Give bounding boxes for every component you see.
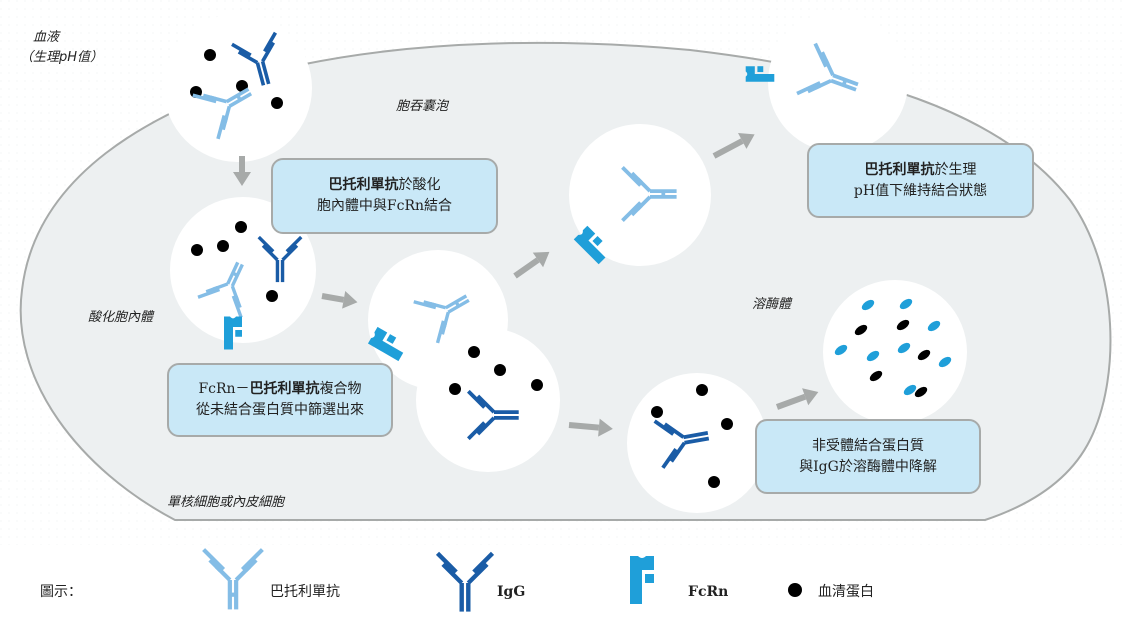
legend-label-serum-protein: 血清蛋白 bbox=[818, 584, 874, 600]
arrow-right-1 bbox=[321, 290, 358, 309]
legend-icons bbox=[204, 550, 802, 612]
callout-sorting-line1: FcRn－巴托利單抗複合物 bbox=[198, 379, 361, 400]
degraded-fragment bbox=[914, 386, 928, 398]
arrow-down bbox=[233, 156, 251, 186]
serum-protein-icon bbox=[531, 379, 543, 391]
callout-degradation-line1: 非受體結合蛋白質 bbox=[812, 437, 924, 454]
callout-release-line2: pH值下維持結合狀態 bbox=[853, 182, 988, 199]
drug-antibody-icon bbox=[204, 550, 263, 610]
degraded-fragment bbox=[899, 298, 913, 310]
label-cell-type: 單核細胞或內皮細胞 bbox=[167, 495, 285, 510]
callout-release: 巴托利單抗於生理 pH值下維持結合狀態 bbox=[807, 143, 1034, 218]
serum-protein-icon bbox=[788, 583, 802, 597]
pre-lysosome-contents bbox=[651, 384, 733, 488]
sorting-lower-contents bbox=[449, 346, 543, 441]
blood-vesicle-contents bbox=[190, 30, 290, 141]
serum-protein-icon bbox=[266, 290, 278, 302]
callout-sorting-line2: 從未結合蛋白質中篩選出來 bbox=[196, 402, 364, 418]
callout-text: FcRn－ bbox=[198, 381, 250, 397]
degraded-fragment bbox=[897, 342, 911, 354]
callout-degradation-line2: 與IgG於溶酶體中降解 bbox=[799, 458, 937, 475]
arrow-up-right-3 bbox=[775, 388, 819, 410]
serum-protein-icon bbox=[721, 418, 733, 430]
legend-label-fcrn: FcRn bbox=[688, 584, 729, 600]
serum-protein-icon bbox=[468, 346, 480, 358]
serum-protein-icon bbox=[494, 364, 506, 376]
degraded-fragment bbox=[927, 320, 941, 332]
arrow-up-right-2 bbox=[712, 133, 755, 159]
degraded-fragment bbox=[903, 384, 917, 396]
legend-title: 圖示： bbox=[40, 584, 82, 600]
lysosome-contents bbox=[834, 298, 952, 398]
drug-name: 巴托利單抗 bbox=[328, 177, 399, 193]
vesicle-lysosome bbox=[823, 280, 967, 424]
serum-protein-icon bbox=[217, 240, 229, 252]
callout-text: 於生理 bbox=[934, 161, 977, 178]
acidified-endosome-contents bbox=[191, 221, 303, 350]
drug-name: 巴托利單抗 bbox=[249, 381, 320, 397]
callout-degradation: 非受體結合蛋白質 與IgG於溶酶體中降解 bbox=[755, 419, 981, 494]
serum-protein-icon bbox=[708, 476, 720, 488]
serum-protein-icon bbox=[449, 383, 461, 395]
callout-binding: 巴托利單抗於酸化 胞內體中與FcRn結合 bbox=[271, 158, 498, 234]
serum-protein-icon bbox=[235, 221, 247, 233]
label-lysosome: 溶酶體 bbox=[752, 297, 792, 312]
drug-name: 巴托利單抗 bbox=[864, 161, 935, 178]
label-blood: 血液 bbox=[33, 30, 60, 45]
vesicle-pre-lysosome bbox=[627, 373, 767, 513]
degraded-fragment bbox=[938, 356, 952, 368]
label-blood-ph: （生理pH值） bbox=[20, 50, 104, 65]
degraded-fragment bbox=[854, 324, 868, 336]
igg-icon bbox=[438, 553, 493, 611]
serum-protein-icon bbox=[271, 97, 283, 109]
legend-label-igg: IgG bbox=[497, 584, 526, 600]
serum-protein-icon bbox=[651, 406, 663, 418]
vesicle-recycling bbox=[569, 124, 711, 266]
serum-protein-icon bbox=[191, 244, 203, 256]
degraded-fragment bbox=[896, 319, 910, 331]
degraded-fragment bbox=[861, 299, 875, 311]
degraded-fragment bbox=[869, 370, 883, 382]
callout-binding-line1: 巴托利單抗於酸化 bbox=[329, 175, 441, 196]
arrow-up-right-1 bbox=[513, 251, 550, 279]
serum-protein-icon bbox=[204, 49, 216, 61]
callout-text: 於酸化 bbox=[398, 177, 441, 193]
label-acidified-endosome: 酸化胞內體 bbox=[88, 310, 154, 325]
callout-text: 複合物 bbox=[319, 381, 362, 397]
callout-release-line1: 巴托利單抗於生理 bbox=[865, 160, 977, 181]
legend-label-drug-antibody: 巴托利單抗 bbox=[270, 584, 340, 600]
label-endocytic-vesicle: 胞吞囊泡 bbox=[396, 99, 449, 114]
callout-sorting: FcRn－巴托利單抗複合物 從未結合蛋白質中篩選出來 bbox=[167, 363, 393, 437]
callout-binding-line2: 胞內體中與FcRn結合 bbox=[316, 198, 453, 214]
serum-protein-icon bbox=[696, 384, 708, 396]
arrow-right-2 bbox=[568, 418, 613, 437]
vesicle-sorting-lower bbox=[416, 328, 560, 472]
degraded-fragment bbox=[917, 349, 931, 361]
degraded-fragment bbox=[866, 350, 880, 362]
degraded-fragment bbox=[834, 344, 848, 356]
fcrn-icon bbox=[630, 556, 654, 604]
